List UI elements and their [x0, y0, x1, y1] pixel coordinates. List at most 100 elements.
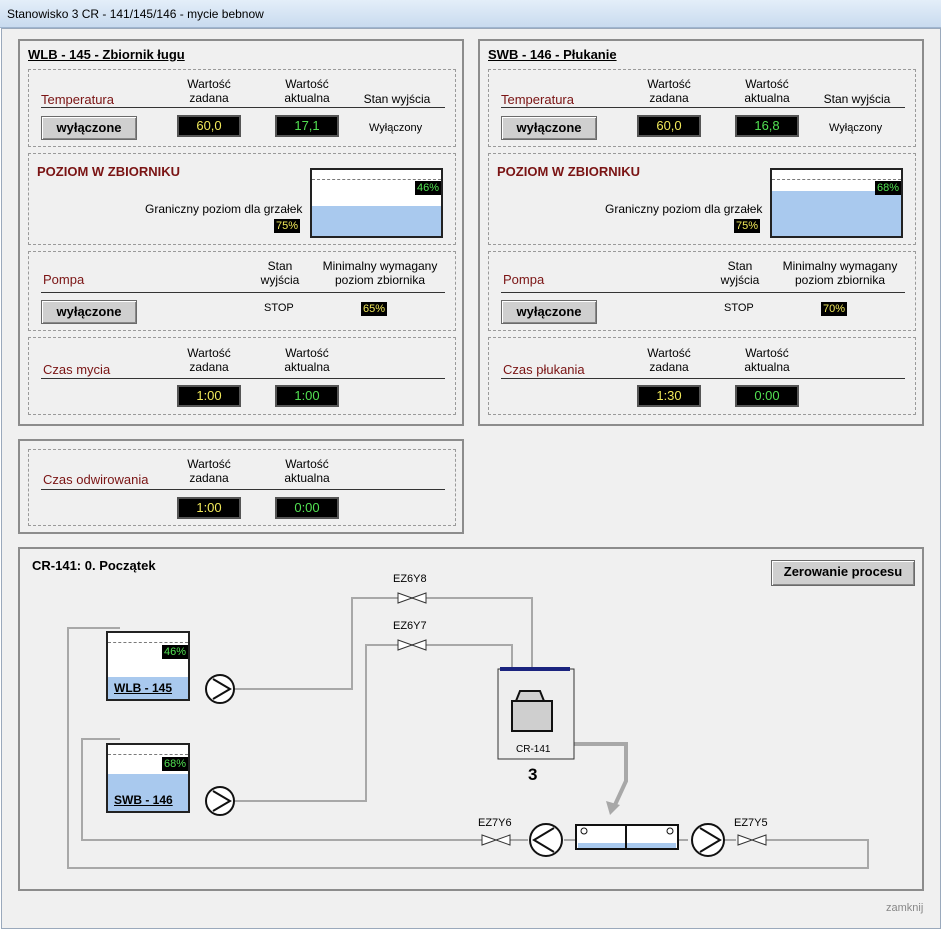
divider: [501, 378, 905, 379]
header-line: zadana: [189, 360, 229, 374]
threshold-label: Graniczny poziom dla grzałek: [605, 202, 763, 216]
header-line: aktualna: [744, 360, 790, 374]
threshold-value[interactable]: 75%: [274, 219, 301, 233]
header-line: poziom zbiornika: [334, 273, 426, 287]
valve-label[interactable]: EZ7Y6: [478, 817, 512, 829]
actual-value-header: Wartość aktualna: [275, 77, 339, 105]
divider: [41, 107, 445, 108]
panel-title: WLB - 145 - Zbiornik ługu: [28, 47, 185, 62]
valve-icon: [481, 834, 498, 846]
valve-icon: [410, 592, 427, 604]
header-line: aktualna: [744, 91, 790, 105]
rinse-time-set-display[interactable]: 1:30: [637, 385, 701, 407]
output-state-header: Stan wyjścia: [363, 92, 431, 106]
pump-icon: [205, 786, 235, 816]
header-line: zadana: [649, 91, 689, 105]
heater-toggle-button[interactable]: wyłączone: [41, 116, 137, 140]
spin-time-section: Czas odwirowania Wartość zadana Wartość …: [28, 449, 456, 526]
heater-toggle-button[interactable]: wyłączone: [501, 116, 597, 140]
temperature-section: Temperatura Wartość zadana Wartość aktua…: [488, 69, 916, 147]
window-title: Stanowisko 3 CR - 141/145/146 - mycie be…: [7, 7, 264, 21]
pump-label: Pompa: [43, 272, 85, 287]
panel-wlb-145: WLB - 145 - Zbiornik ługu Temperatura Wa…: [18, 39, 464, 426]
min-level-value[interactable]: 70%: [821, 302, 848, 316]
min-level-value[interactable]: 65%: [361, 302, 388, 316]
wash-time-label: Czas mycia: [43, 362, 111, 377]
min-level-header: Minimalny wymagany poziom zbiornika: [315, 259, 445, 287]
reset-process-button[interactable]: Zerowanie procesu: [771, 560, 915, 586]
header-line: aktualna: [284, 91, 330, 105]
tank-cap: [106, 743, 190, 745]
pump-toggle-button[interactable]: wyłączone: [41, 300, 137, 324]
valve-icon: [750, 834, 767, 846]
header-line: wyjścia: [720, 273, 760, 287]
actual-value-header: Wartość aktualna: [735, 77, 799, 105]
temp-set-display[interactable]: 60,0: [637, 115, 701, 137]
header-line: Wartość: [745, 77, 789, 91]
temp-actual-display: 17,1: [275, 115, 339, 137]
spin-time-actual-display: 0:00: [275, 497, 339, 519]
tank-label: SWB - 146: [114, 793, 173, 807]
level-title: POZIOM W ZBIORNIKU: [37, 164, 180, 179]
level-gauge: 68%: [770, 170, 903, 238]
tank-cap: [310, 168, 443, 170]
drum-label[interactable]: CR-141: [516, 744, 551, 755]
temp-set-display[interactable]: 60,0: [177, 115, 241, 137]
pump-toggle-button[interactable]: wyłączone: [501, 300, 597, 324]
pump-state-header: Stan wyjścia: [255, 259, 305, 287]
drum-number: 3: [528, 765, 538, 784]
level-section: POZIOM W ZBIORNIKU Graniczny poziom dla …: [488, 153, 916, 245]
threshold-line: [312, 179, 441, 180]
valve-icon: [410, 639, 427, 651]
pump-state-header: Stan wyjścia: [715, 259, 765, 287]
header-line: Wartość: [285, 77, 329, 91]
header-line: Stan: [727, 259, 753, 273]
header-line: Minimalny wymagany: [322, 259, 438, 273]
header-line: Stan: [267, 259, 293, 273]
threshold-line: [108, 754, 188, 755]
level-gauge: 46%: [310, 170, 443, 238]
valve-label[interactable]: EZ7Y5: [734, 817, 768, 829]
rinse-time-section: Czas płukania Wartość zadana Wartość akt…: [488, 337, 916, 415]
threshold-value[interactable]: 75%: [734, 219, 761, 233]
valve-icon: [737, 834, 754, 846]
level-percent: 68%: [874, 181, 901, 195]
tank-percent: 46%: [161, 645, 188, 659]
close-link[interactable]: zamknij: [886, 902, 924, 914]
set-value-header: Wartość zadana: [177, 346, 241, 374]
header-line: aktualna: [284, 471, 330, 485]
divider: [501, 107, 905, 108]
process-diagram-panel: CR-141: 0. Początek Zerowanie procesu: [18, 547, 924, 891]
wash-time-actual-display: 1:00: [275, 385, 339, 407]
header-line: zadana: [189, 471, 229, 485]
pump-state-value: STOP: [264, 302, 294, 314]
tank-fill: [108, 774, 188, 811]
spin-time-label: Czas odwirowania: [43, 472, 149, 487]
set-value-header: Wartość zadana: [637, 346, 701, 374]
wash-time-set-display[interactable]: 1:00: [177, 385, 241, 407]
temperature-label: Temperatura: [501, 92, 574, 107]
threshold-label: Graniczny poziom dla grzałek: [145, 202, 303, 216]
tank-fill: [108, 676, 188, 699]
header-line: Wartość: [647, 346, 691, 360]
tank-wlb-145[interactable]: 46%: [106, 633, 190, 701]
rinse-time-actual-display: 0:00: [735, 385, 799, 407]
header-line: Wartość: [285, 346, 329, 360]
header-line: Wartość: [745, 346, 789, 360]
pipe-diagram: [67, 592, 869, 869]
wash-time-section: Czas mycia Wartość zadana Wartość aktual…: [28, 337, 456, 415]
header-line: poziom zbiornika: [794, 273, 886, 287]
header-line: zadana: [189, 91, 229, 105]
spin-time-set-display[interactable]: 1:00: [177, 497, 241, 519]
valve-label[interactable]: EZ6Y7: [393, 620, 427, 632]
divider: [41, 292, 445, 293]
header-line: Wartość: [647, 77, 691, 91]
rinse-time-label: Czas płukania: [503, 362, 585, 377]
pump-state-value: STOP: [724, 302, 754, 314]
header-line: Wartość: [285, 457, 329, 471]
level-fill: [312, 205, 441, 236]
tank-swb-146[interactable]: 68%: [106, 745, 190, 813]
panel-title: SWB - 146 - Płukanie: [488, 47, 617, 62]
title-bar: Stanowisko 3 CR - 141/145/146 - mycie be…: [0, 0, 941, 28]
valve-label[interactable]: EZ6Y8: [393, 573, 427, 585]
